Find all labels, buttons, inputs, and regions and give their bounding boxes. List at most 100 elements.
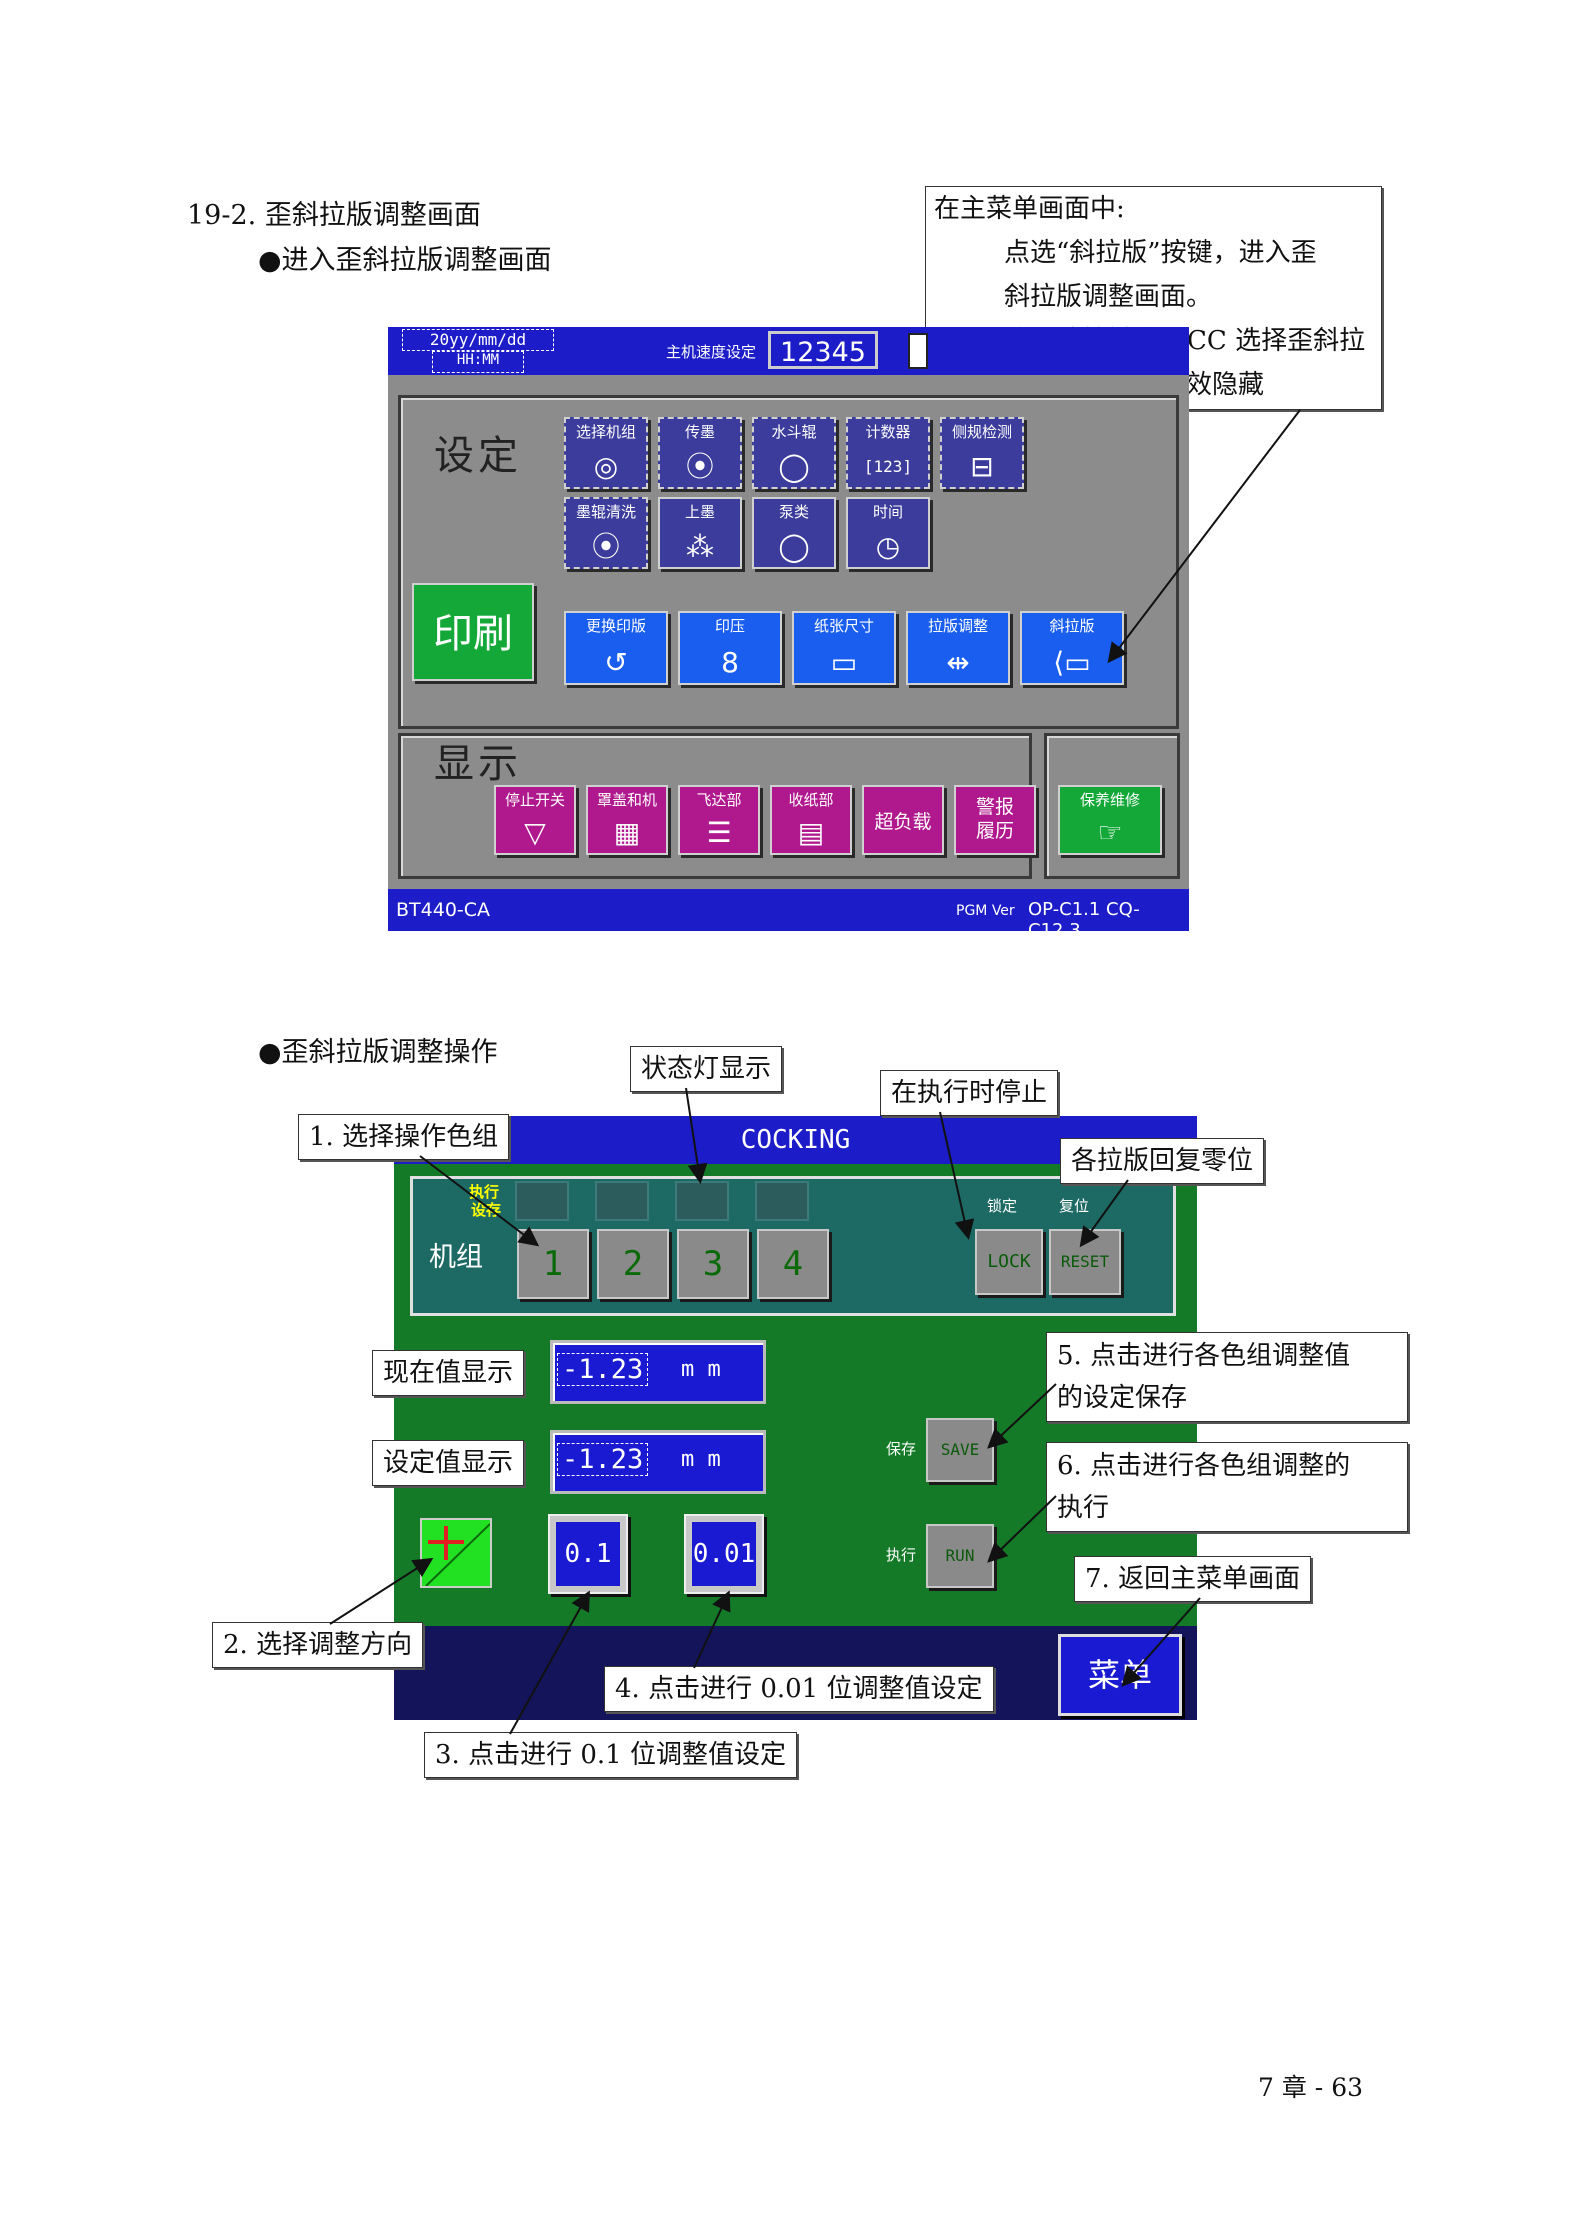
- pump-icon: ◯: [778, 530, 810, 563]
- unit-4-button[interactable]: 4: [757, 1229, 829, 1299]
- step-0-1-label: 0.1: [556, 1522, 620, 1586]
- callout-save-setting: 5. 点击进行各色组调整值 的设定保存: [1046, 1332, 1408, 1422]
- set-value: -1.23: [557, 1443, 649, 1476]
- unit-2-button[interactable]: 2: [597, 1229, 669, 1299]
- print-label: 印刷: [433, 611, 513, 657]
- select-unit-button[interactable]: 选择机组◎: [564, 417, 648, 489]
- grid-icon: ▦: [613, 816, 641, 849]
- menu-button[interactable]: 菜单: [1058, 1634, 1182, 1716]
- step-0-01-button[interactable]: 0.01: [684, 1514, 764, 1594]
- settings-title: 设定: [434, 433, 522, 479]
- set-value-box[interactable]: -1.23 m m: [550, 1430, 766, 1494]
- run-button[interactable]: RUN: [926, 1524, 994, 1588]
- ink-up-button[interactable]: 上墨⁂: [658, 497, 742, 569]
- button-label: 停止开关: [504, 791, 565, 809]
- stop-switch-button[interactable]: 停止开关▽: [494, 785, 576, 855]
- button-label: 收纸部: [788, 791, 834, 809]
- overload-button[interactable]: 超负载: [862, 785, 944, 855]
- delivery-button[interactable]: 收纸部 ▤: [770, 785, 852, 855]
- callout-line: 5. 点击进行各色组调整值: [1057, 1341, 1351, 1371]
- button-label: 斜拉版: [1049, 617, 1095, 635]
- button-label: 拉版调整: [927, 617, 988, 635]
- roller-wash-button[interactable]: 墨辊清洗⦿: [564, 497, 648, 569]
- save-caption: 保存: [886, 1440, 917, 1458]
- maintenance-panel: [1044, 733, 1180, 879]
- rotate-arrow-icon: ↺: [604, 646, 628, 679]
- maintenance-button[interactable]: 保养维修☞: [1058, 785, 1162, 855]
- cover-button[interactable]: 罩盖和机 ▦: [586, 785, 668, 855]
- button-label: 保养维修: [1079, 791, 1140, 809]
- status-light-4: [755, 1181, 809, 1221]
- saved-indicator-label: 设存: [471, 1201, 502, 1219]
- note-line: 点选“斜拉版”按键，进入歪: [1004, 238, 1317, 268]
- wave-circle-icon: ◯: [778, 450, 810, 483]
- model-name: BT440-CA: [396, 899, 491, 921]
- button-label: 水斗辊: [771, 423, 817, 441]
- status-light-1: [515, 1181, 569, 1221]
- callout-status-light: 状态灯显示: [630, 1046, 783, 1092]
- speed-edit-button[interactable]: [908, 333, 928, 369]
- ink-feed-button[interactable]: 传墨⦿: [658, 417, 742, 489]
- callout-execute: 6. 点击进行各色组调整的 执行: [1046, 1442, 1408, 1532]
- cylinders-icon: 8: [721, 646, 739, 679]
- lock-label: LOCK: [987, 1251, 1031, 1272]
- register-adjust-button[interactable]: 拉版调整⇹: [906, 611, 1010, 685]
- status-light-3: [675, 1181, 729, 1221]
- current-value: -1.23: [557, 1353, 649, 1386]
- unit-number: 1: [542, 1244, 564, 1284]
- side-guide-detect-button[interactable]: 侧规检测⊟: [940, 417, 1024, 489]
- step-0-01-label: 0.01: [692, 1522, 756, 1586]
- page-number: 7 章 - 63: [1258, 2073, 1364, 2102]
- reset-button[interactable]: RESET: [1049, 1229, 1121, 1295]
- unit-3-button[interactable]: 3: [677, 1229, 749, 1299]
- speed-value[interactable]: 12345: [768, 331, 878, 369]
- delivery-icon: ▤: [797, 816, 825, 849]
- callout-return-menu: 7. 返回主菜单画面: [1074, 1556, 1312, 1602]
- feeder-button[interactable]: 飞达部☰: [678, 785, 760, 855]
- button-label: 超负载: [874, 811, 932, 833]
- callout-line: 6. 点击进行各色组调整的: [1057, 1451, 1351, 1481]
- plus-direction-icon: [425, 1523, 490, 1586]
- button-label: 选择机组: [575, 423, 636, 441]
- callout-stop-while-exec: 在执行时停止: [880, 1070, 1059, 1116]
- time-button[interactable]: 时间◷: [846, 497, 930, 569]
- unit-number: 2: [622, 1244, 644, 1284]
- print-button[interactable]: 印刷: [412, 583, 534, 681]
- button-label: 计数器: [865, 423, 911, 441]
- paper-frame-icon: ▭: [830, 646, 858, 679]
- callout-step-0-1: 3. 点击进行 0.1 位调整值设定: [424, 1732, 797, 1778]
- current-value-box: -1.23 m m: [550, 1340, 766, 1404]
- clock-icon: ◷: [875, 530, 901, 563]
- date-display: 20yy/mm/dd: [402, 329, 554, 351]
- section-heading: 19-2. 歪斜拉版调整画面: [187, 200, 481, 231]
- callout-line: 执行: [1057, 1493, 1110, 1523]
- reset-caption: 复位: [1059, 1197, 1090, 1215]
- button-label: 泵类: [778, 503, 809, 521]
- cocking-button[interactable]: 斜拉版⟨▭: [1020, 611, 1124, 685]
- ink-rollers-icon: ⦿: [685, 450, 714, 483]
- direction-toggle-button[interactable]: [420, 1518, 492, 1588]
- version-label: PGM Ver: [956, 903, 1015, 919]
- pump-button[interactable]: 泵类 ◯: [752, 497, 836, 569]
- unit-1-button[interactable]: 1: [517, 1229, 589, 1299]
- unit-number: 4: [782, 1244, 804, 1284]
- callout-select-group: 1. 选择操作色组: [298, 1114, 510, 1160]
- button-label: 侧规检测: [951, 423, 1012, 441]
- callout-current-display: 现在值显示: [372, 1350, 525, 1396]
- paper-size-button[interactable]: 纸张尺寸▭: [792, 611, 896, 685]
- fountain-roller-button[interactable]: 水斗辊 ◯: [752, 417, 836, 489]
- speed-label: 主机速度设定: [666, 343, 757, 361]
- change-plate-button[interactable]: 更换印版 ↺: [564, 611, 668, 685]
- step-0-1-button[interactable]: 0.1: [548, 1514, 628, 1594]
- callout-set-display: 设定值显示: [372, 1440, 525, 1486]
- save-button[interactable]: SAVE: [926, 1418, 994, 1482]
- counter-button[interactable]: 计数器 [123]: [846, 417, 930, 489]
- counter-icon: [123]: [863, 457, 913, 476]
- lock-button[interactable]: LOCK: [975, 1229, 1043, 1295]
- menu-label: 菜单: [1087, 1656, 1152, 1694]
- button-label: 罩盖和机: [596, 791, 657, 809]
- button-label: 更换印版: [585, 617, 646, 635]
- unit-panel: 执行 设存 机组 1 2 3 4 锁定 复位 LOCK RESET: [410, 1176, 1176, 1316]
- alarm-history-button[interactable]: 警报履历: [954, 785, 1036, 855]
